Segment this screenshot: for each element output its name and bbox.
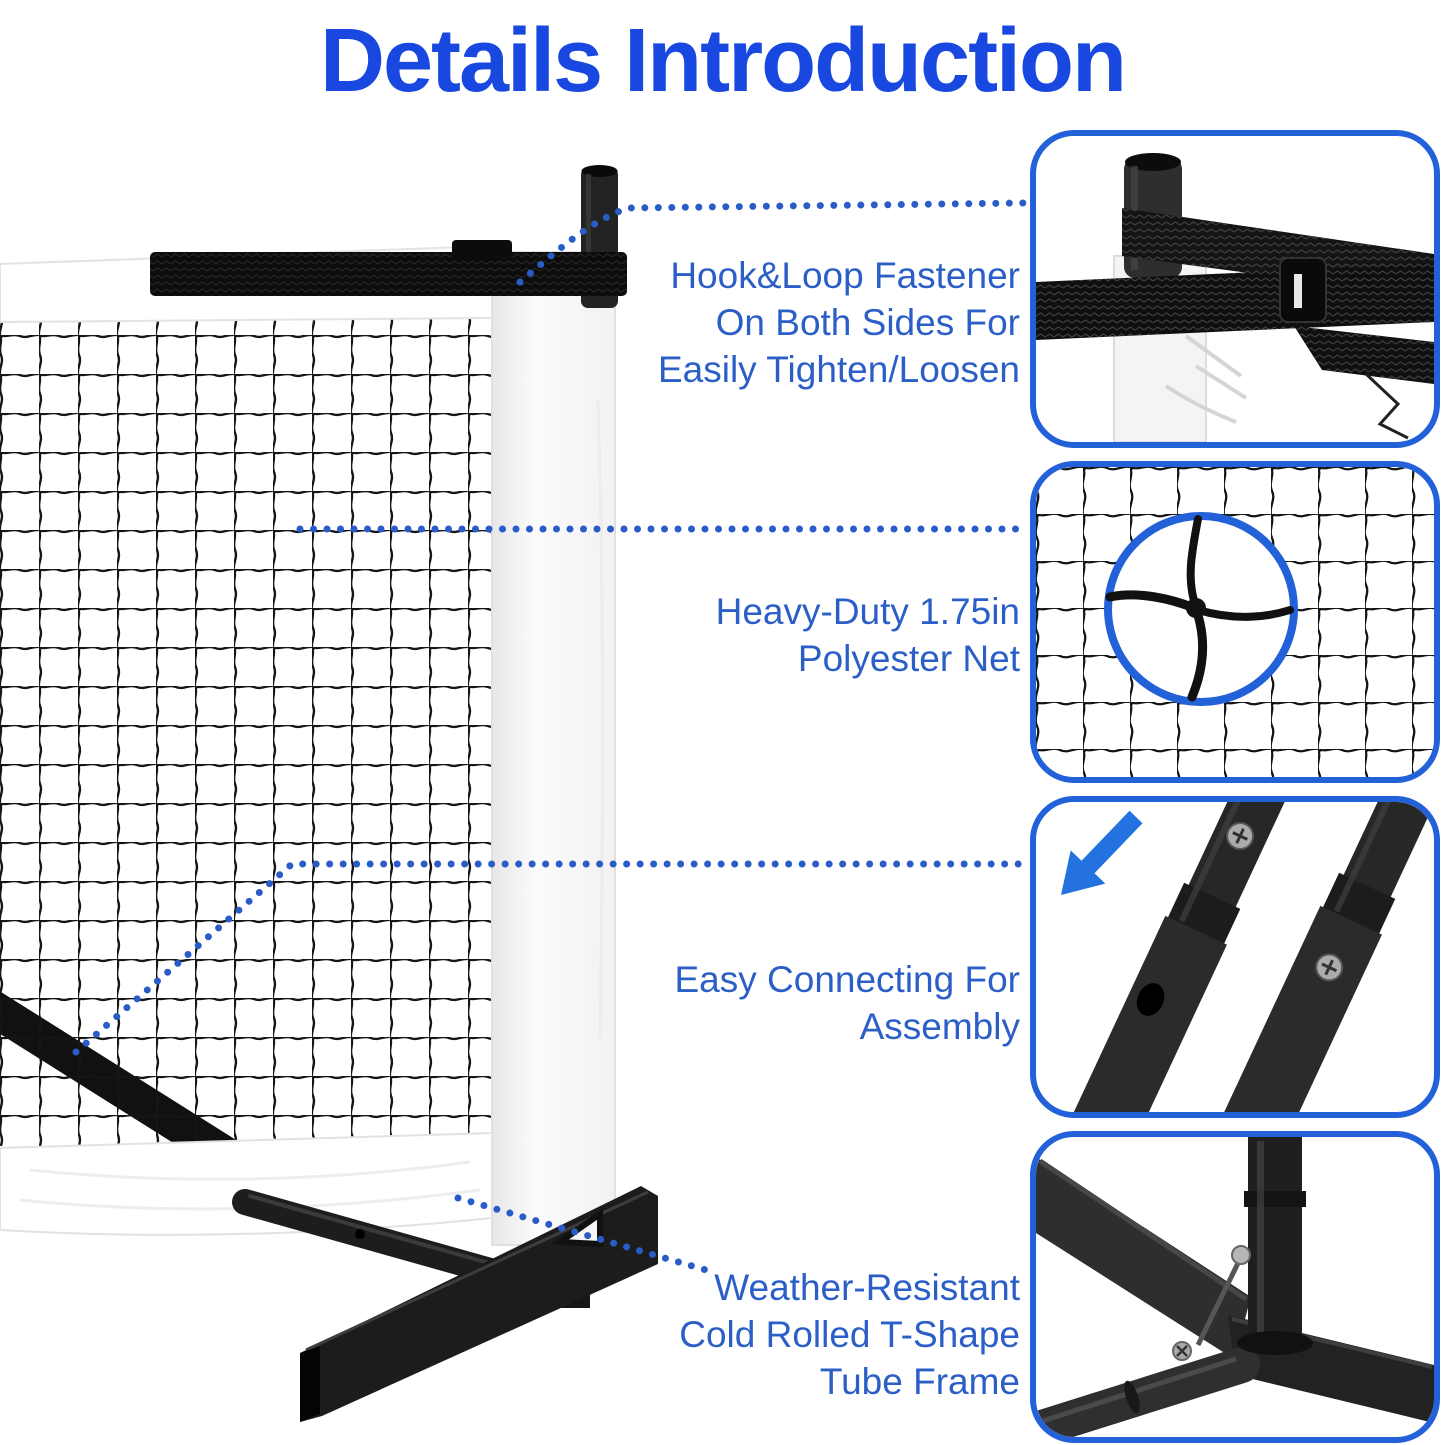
annotation-polyester-net: Heavy-Duty 1.75in Polyester Net — [550, 588, 1020, 682]
pole-highlight — [1333, 802, 1420, 913]
callout-fastener-closeup — [1030, 130, 1440, 448]
screw-cross — [1232, 828, 1248, 844]
pole-upper-segment — [1342, 802, 1434, 899]
screw-icon — [1231, 1245, 1251, 1265]
caption-line: Cold Rolled T-Shape — [679, 1314, 1020, 1355]
pole-connection-photo — [1061, 802, 1434, 1112]
base-beam-left — [1036, 1157, 1251, 1359]
caption-line: Weather-Resistant — [714, 1267, 1020, 1308]
strap-fold — [452, 240, 512, 258]
caption-line: Hook&Loop Fastener — [670, 255, 1020, 296]
screw-cross — [1176, 1345, 1188, 1357]
callout-t-base-closeup — [1030, 1131, 1440, 1443]
strap-webbing-texture — [150, 252, 627, 296]
screw-cross — [1321, 959, 1338, 976]
callout-net-mesh-closeup — [1030, 461, 1440, 783]
caption-line: On Both Sides For — [715, 302, 1020, 343]
pole-lower-segment — [1218, 905, 1382, 1112]
strap-buckle — [1279, 257, 1327, 323]
t-base-photo — [1036, 1137, 1434, 1437]
caption-line: Polyester Net — [797, 638, 1020, 679]
tube-joint — [355, 1229, 365, 1239]
beam-end-cap — [300, 1346, 320, 1422]
pole-connector-collar — [1167, 882, 1241, 946]
pole-cap-detail — [1125, 153, 1181, 171]
net-mesh — [0, 316, 492, 1146]
caption-line: Assembly — [859, 1006, 1020, 1047]
pole-connector-collar — [1322, 872, 1396, 936]
buckle-slot — [1294, 274, 1302, 308]
pole-section-right — [1218, 802, 1434, 1112]
base-vertical-pole — [1248, 1137, 1302, 1342]
adjustment-hole — [1136, 983, 1165, 1016]
net-bottom-band — [0, 1131, 493, 1236]
beam-left-highlight — [1038, 1158, 1248, 1302]
annotation-hook-loop: Hook&Loop Fastener On Both Sides For Eas… — [550, 252, 1020, 393]
callout-pole-connection-closeup — [1030, 796, 1440, 1118]
pole-section-left — [1068, 802, 1299, 1112]
sleeve-folds — [1164, 334, 1248, 424]
pole-lower-segment — [1068, 915, 1227, 1112]
annotation-easy-connecting: Easy Connecting For Assembly — [550, 956, 1020, 1050]
base-round-tube — [1036, 1347, 1260, 1437]
caption-line: Heavy-Duty 1.75in — [715, 591, 1020, 632]
down-left-arrow-icon — [1061, 810, 1143, 895]
weld-rod — [1195, 1257, 1243, 1347]
pole-highlight — [1257, 1141, 1264, 1336]
pickleball-net-photo — [0, 165, 658, 1422]
caption-line: Easy Connecting For — [674, 959, 1020, 1000]
magnified-knot — [1105, 515, 1294, 702]
page-title: Details Introduction — [319, 11, 1127, 111]
annotation-tube-frame: Weather-Resistant Cold Rolled T-Shape Tu… — [550, 1264, 1020, 1405]
net-closeup-photo — [1036, 467, 1434, 777]
pole-collar-seam — [1244, 1191, 1306, 1207]
fastener-closeup-photo — [1036, 153, 1434, 442]
pole-weld-base — [1237, 1331, 1313, 1355]
caption-line: Tube Frame — [819, 1361, 1020, 1402]
strap-lower-texture — [1036, 264, 1434, 340]
tube-seam — [1124, 1380, 1140, 1414]
net-cord — [1364, 372, 1409, 440]
pole-highlight — [1178, 802, 1261, 923]
strap-end-texture — [1294, 326, 1434, 384]
caption-line: Easily Tighten/Loosen — [657, 349, 1020, 390]
